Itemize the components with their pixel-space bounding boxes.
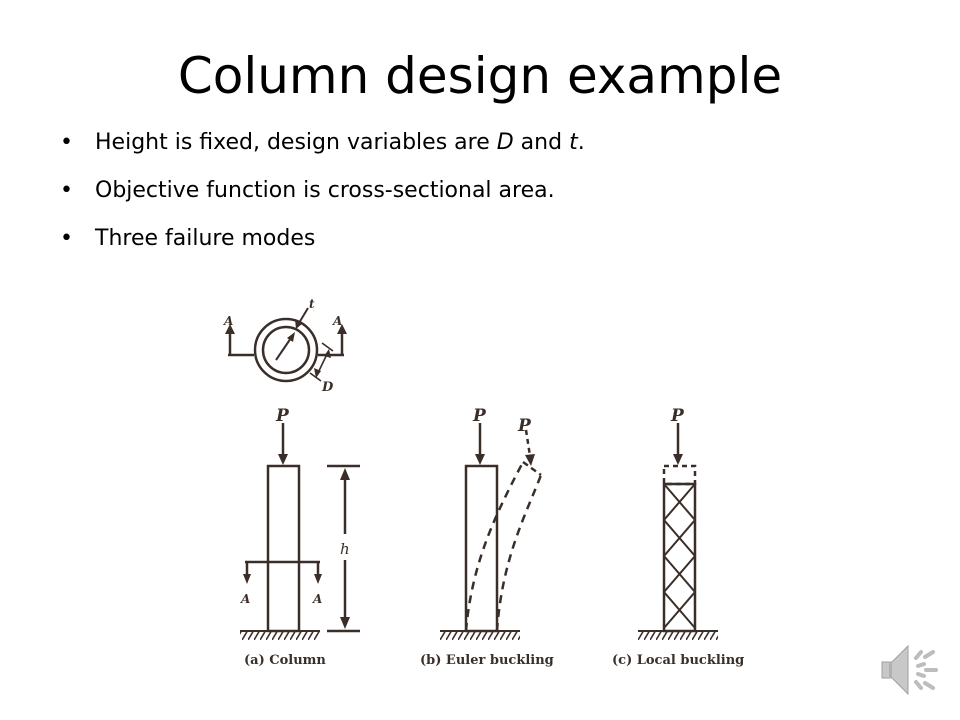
- label-D: D: [321, 380, 334, 395]
- caption-euler: (b) Euler buckling: [420, 653, 554, 668]
- column-b: [440, 423, 543, 640]
- label-t: t: [309, 297, 315, 311]
- label-A: A: [223, 314, 233, 328]
- label-A: A: [240, 592, 250, 606]
- bullet-item: • Three failure modes: [60, 224, 585, 272]
- label-h: h: [340, 540, 350, 558]
- bullet-dot: •: [60, 178, 73, 203]
- bullet-item: • Objective function is cross-sectional …: [60, 176, 585, 224]
- column-c: [638, 423, 718, 640]
- column-diagram: A A t D P h A A (a) Column: [223, 297, 744, 668]
- label-P: P: [670, 406, 685, 426]
- cross-section: [225, 307, 347, 383]
- bullet-dot: •: [60, 130, 73, 155]
- label-P: P: [275, 406, 290, 426]
- bullet-dot: •: [60, 226, 73, 251]
- speaker-icon[interactable]: [878, 640, 942, 700]
- bullet-list: • Height is fixed, design variables are …: [60, 128, 585, 272]
- column-a: [240, 423, 360, 640]
- label-A: A: [332, 314, 342, 328]
- bullet-item: • Height is fixed, design variables are …: [60, 128, 585, 176]
- caption-local: (c) Local buckling: [612, 653, 744, 668]
- label-P: P: [517, 416, 532, 436]
- caption-column: (a) Column: [244, 653, 326, 668]
- slide-title: Column design example: [177, 47, 783, 105]
- label-A: A: [312, 592, 322, 606]
- label-P: P: [472, 406, 487, 426]
